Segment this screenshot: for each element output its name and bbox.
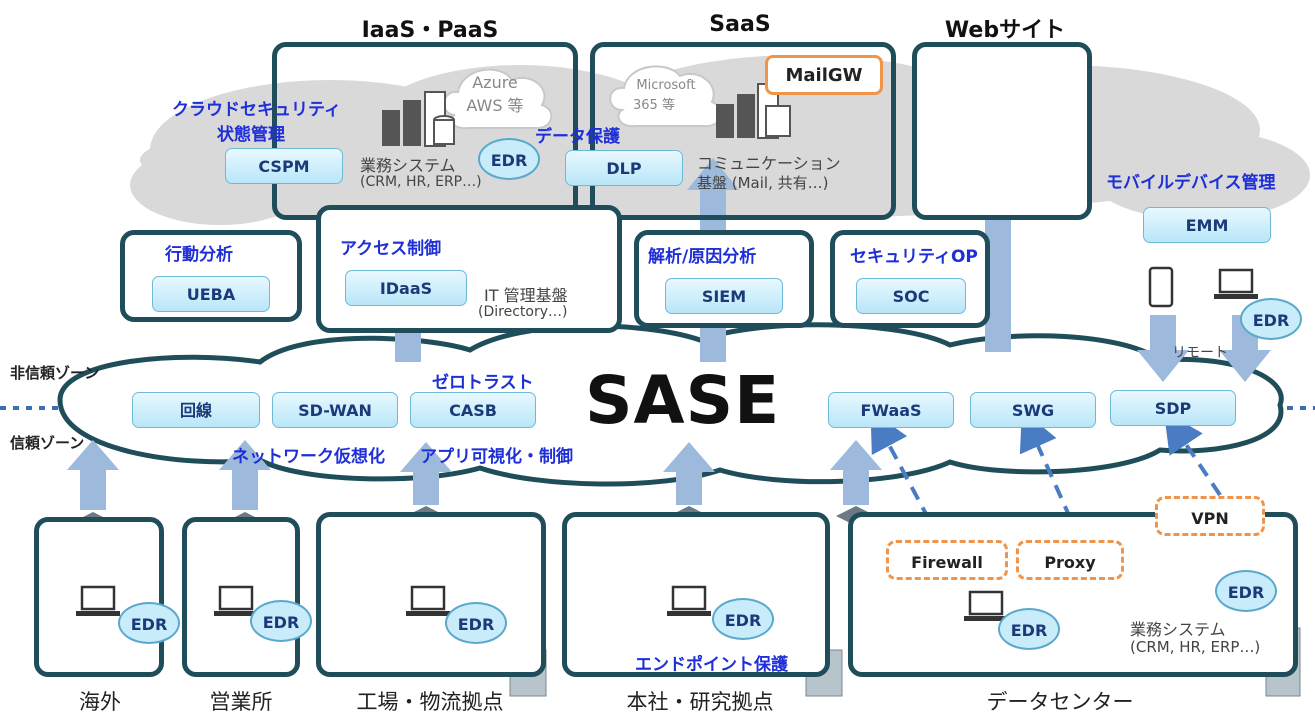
dc-system-sub: (CRM, HR, ERP…) bbox=[1130, 638, 1261, 656]
edr-badge-datacenter: EDR bbox=[998, 608, 1060, 650]
idaas-caption: アクセス制御 bbox=[340, 239, 442, 259]
sase-item-swg[interactable]: SWG bbox=[970, 392, 1096, 428]
sase-item-line[interactable]: 回線 bbox=[132, 392, 260, 428]
ueba-caption: 行動分析 bbox=[165, 245, 233, 265]
cspm-caption: クラウドセキュリティ bbox=[172, 100, 341, 120]
azure-label: Azure bbox=[472, 73, 518, 92]
trusted-zone-label: 信頼ゾーン bbox=[10, 434, 85, 452]
edr-badge-mobile: EDR bbox=[1240, 298, 1302, 340]
label-factory: 工場・物流拠点 bbox=[356, 690, 504, 714]
microsoft-label: Microsoft bbox=[636, 78, 696, 93]
remote-label: リモート bbox=[1172, 345, 1228, 361]
sase-cloud bbox=[57, 322, 1284, 487]
cspm-pill[interactable]: CSPM bbox=[225, 148, 343, 184]
sase-item-sdp[interactable]: SDP bbox=[1110, 390, 1236, 426]
endpoint-caption: エンドポイント保護 bbox=[635, 655, 788, 675]
iaas-system-sub: (CRM, HR, ERP…) bbox=[360, 174, 482, 190]
ueba-pill[interactable]: UEBA bbox=[152, 276, 270, 312]
sase-item-sdwan[interactable]: SD-WAN bbox=[272, 392, 398, 428]
mailgw-box[interactable]: MailGW bbox=[765, 55, 883, 95]
idaas-box bbox=[316, 205, 622, 333]
dlp-pill[interactable]: DLP bbox=[565, 150, 683, 186]
firewall-box[interactable]: Firewall bbox=[886, 540, 1008, 580]
laptop-icon-sales bbox=[214, 585, 258, 616]
edr-badge-dc-server: EDR bbox=[1215, 570, 1277, 612]
soc-caption: セキュリティOP bbox=[850, 247, 978, 267]
laptop-icon-datacenter bbox=[964, 590, 1008, 621]
iaas-system-label: 業務システム bbox=[360, 156, 456, 175]
laptop-icon-hq bbox=[667, 585, 711, 616]
sase-item-fwaas[interactable]: FWaaS bbox=[828, 392, 954, 428]
label-sales: 営業所 bbox=[209, 690, 273, 714]
label-overseas: 海外 bbox=[79, 690, 121, 714]
emm-caption: モバイルデバイス管理 bbox=[1106, 173, 1276, 193]
web-box bbox=[912, 42, 1092, 220]
server-icon-iaas bbox=[382, 91, 455, 147]
comm-sub: 基盤 (Mail, 共有…) bbox=[697, 174, 829, 192]
zone-title-iaas: IaaS・PaaS bbox=[361, 18, 499, 43]
dc-system-label: 業務システム bbox=[1130, 620, 1226, 639]
dlp-caption: データ保護 bbox=[535, 127, 620, 147]
proxy-box[interactable]: Proxy bbox=[1016, 540, 1124, 580]
label-datacenter: データセンター bbox=[986, 690, 1134, 714]
untrusted-zone-label: 非信頼ゾーン bbox=[10, 364, 100, 382]
smartphone-icon bbox=[1148, 266, 1174, 308]
microsoft-cloud-icon bbox=[609, 65, 723, 128]
label-hq: 本社・研究拠点 bbox=[626, 690, 774, 714]
cspm-caption-2: 状態管理 bbox=[217, 125, 285, 145]
edr-badge-hq: EDR bbox=[712, 598, 774, 640]
sase-title: SASE bbox=[585, 362, 781, 439]
firewall-link bbox=[870, 410, 942, 541]
sase-item-casb[interactable]: CASB bbox=[410, 392, 536, 428]
edr-badge-overseas: EDR bbox=[118, 602, 180, 644]
network-virt-caption: ネットワーク仮想化 bbox=[232, 447, 385, 467]
edr-badge-factory: EDR bbox=[445, 602, 507, 644]
edr-badge-sales: EDR bbox=[250, 600, 312, 642]
zone-title-saas: SaaS bbox=[709, 12, 771, 37]
m365-label: 365 等 bbox=[633, 98, 675, 113]
saas-box bbox=[590, 42, 896, 220]
it-label: IT 管理基盤 bbox=[484, 286, 568, 305]
proxy-link bbox=[1019, 409, 1082, 541]
azure-cloud-icon bbox=[443, 68, 553, 130]
laptop-icon-mobile bbox=[1214, 268, 1258, 299]
soc-pill[interactable]: SOC bbox=[856, 278, 966, 314]
zone-title-web: Webサイト bbox=[944, 18, 1066, 43]
vpn-link bbox=[1163, 411, 1222, 497]
emm-pill[interactable]: EMM bbox=[1143, 207, 1271, 243]
server-icon-saas bbox=[716, 83, 791, 139]
comm-label: コミュニケーション bbox=[697, 154, 841, 173]
site-datacenter-box bbox=[848, 512, 1298, 677]
edr-badge-iaas: EDR bbox=[478, 138, 540, 180]
idaas-pill[interactable]: IDaaS bbox=[345, 270, 467, 306]
siem-pill[interactable]: SIEM bbox=[665, 278, 783, 314]
app-visibility-caption: アプリ可視化・制御 bbox=[420, 447, 573, 467]
laptop-icon-factory bbox=[406, 585, 450, 616]
zerotrust-caption: ゼロトラスト bbox=[432, 373, 534, 393]
aws-label: AWS 等 bbox=[466, 96, 524, 115]
siem-caption: 解析/原因分析 bbox=[648, 247, 757, 267]
vpn-box[interactable]: VPN bbox=[1155, 496, 1265, 536]
it-sub: (Directory…) bbox=[478, 304, 568, 320]
iaas-box bbox=[272, 42, 578, 220]
laptop-icon-overseas bbox=[76, 585, 120, 616]
